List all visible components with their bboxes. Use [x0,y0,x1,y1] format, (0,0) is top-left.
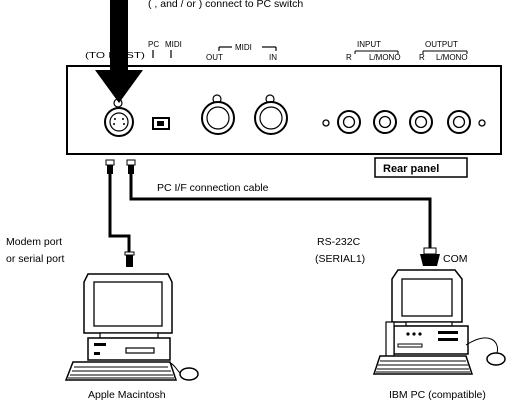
midi-group-label: MIDI [235,43,252,52]
cable-to-pc [129,174,432,248]
pc-port-label-line2: (SERIAL1) [315,253,365,265]
pc-switch-label: PC [148,40,159,49]
input-l-jack [373,110,397,134]
output-l-label: L/MONO [436,53,468,62]
rear-panel-label: Rear panel [383,163,439,175]
cable-to-mac [108,174,131,252]
mac-port-label-line1: Modem port [6,236,62,248]
input-r-jack [337,110,361,134]
midi-in-port [254,94,288,135]
to-host-port [104,98,134,137]
arrow-down-icon [95,0,143,103]
output-group-label: OUTPUT [425,40,458,49]
mac-computer-label: Apple Macintosh [88,389,166,401]
cable-label: PC I/F connection cable [157,182,269,194]
midi-switch-label: MIDI [165,40,182,49]
input-group-label: INPUT [357,40,381,49]
mac-computer-icon [64,273,199,381]
mac-serial-plug-icon [124,251,135,267]
output-r-jack [409,110,433,134]
input-l-label: L/MONO [369,53,401,62]
mac-port-label-line2: or serial port [6,253,64,265]
output-r-label: R [419,53,425,62]
host-select-switch [152,117,170,130]
midi-out-port [201,94,235,135]
ibm-pc-computer-label: IBM PC (compatible) [389,389,486,401]
output-l-jack [447,110,471,134]
top-partial-caption: ( , and / or ) connect to PC switch [148,0,303,10]
midi-out-label: OUT [206,53,223,62]
pc-com-label: COM [443,253,468,265]
to-host-label: (TO HOST) [85,51,145,60]
com-plug-icon [420,247,440,266]
mini-din-plug-icon [105,159,136,174]
ibm-pc-computer-icon [372,269,506,375]
midi-group-bracket [218,46,277,51]
pc-port-label-line1: RS-232C [317,236,361,248]
input-r-label: R [346,53,352,62]
midi-in-label: IN [269,53,277,62]
rear-panel-body [66,65,502,155]
